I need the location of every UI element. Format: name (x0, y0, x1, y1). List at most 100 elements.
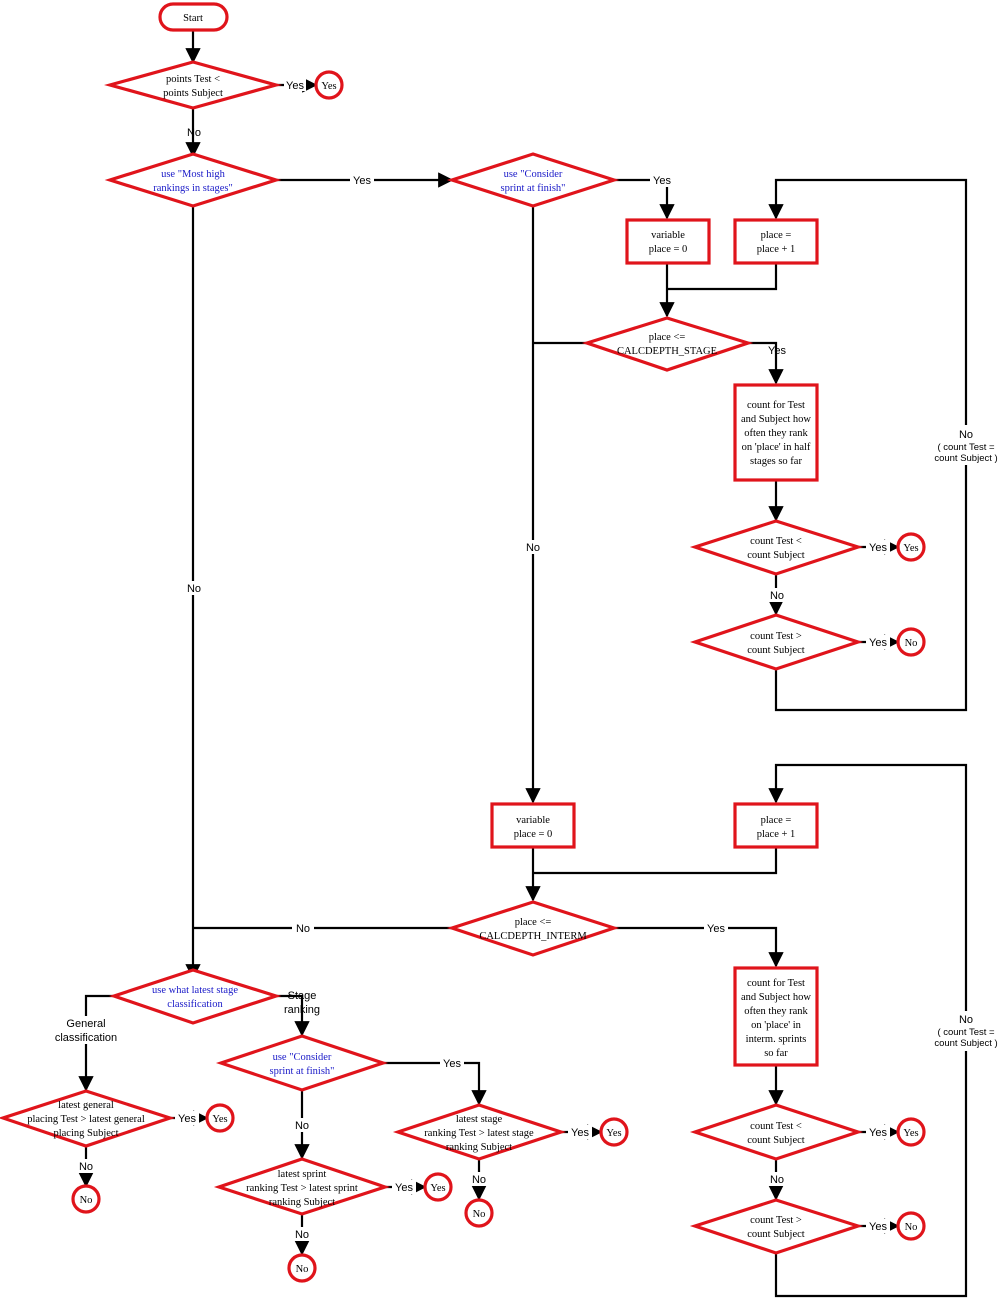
edge-label-lt-bot-no: No (770, 1174, 784, 1186)
edge-label-loop-top-cond2: count Subject ) (934, 453, 997, 464)
terminal-points-yes: Yes (314, 70, 344, 100)
terminal-general-yes-label: Yes (212, 1114, 227, 1125)
edge-general-class (78, 994, 114, 1092)
terminal-count-lt-bot-yes: Yes (896, 1117, 926, 1147)
decision-most-high-line1: use "Most high (161, 169, 226, 180)
terminal-latest-sprint-yes: Yes (423, 1172, 453, 1202)
process-count-interm-line4: on 'place' in (751, 1020, 802, 1031)
edge-label-general-2: classification (55, 1032, 117, 1044)
edge-label-latest-sprint-no: No (295, 1229, 309, 1241)
edge-label-points-no: No (187, 127, 201, 139)
edge-label-general-no: No (79, 1161, 93, 1173)
decision-latest-general-line3: placing Subject (53, 1128, 118, 1139)
process-var-top-line2: place = 0 (649, 244, 688, 255)
decision-most-high-line2: rankings in stages" (153, 183, 233, 194)
process-count-half-line3: often they rank (744, 428, 808, 439)
edge-label-most-high-no: No (187, 583, 201, 595)
terminal-general-no: No (71, 1184, 101, 1214)
start-terminal: Start (158, 2, 229, 32)
decision-sprint-bot-line1: use "Consider (273, 1052, 332, 1063)
decision-count-gt-bot-line2: count Subject (747, 1229, 805, 1240)
edge-label-loop-bot-cond1: ( count Test = (937, 1027, 995, 1038)
process-inc-mid-line1: place = (761, 815, 792, 826)
decision-calc-interm-line2: CALCDEPTH_INTERM (479, 931, 587, 942)
terminal-latest-sprint-no: No (287, 1253, 317, 1283)
edge-label-lt-top-no: No (770, 590, 784, 602)
decision-count-lt-bot: count Test < count Subject (689, 1103, 864, 1161)
terminal-stage-rank-yes: Yes (599, 1117, 629, 1147)
decision-sprint-top-line1: use "Consider (504, 169, 563, 180)
process-count-half: count for Test and Subject how often the… (733, 383, 819, 482)
decision-latest-sprint-line3: ranking Subject (269, 1197, 335, 1208)
edge-label-gt-top-yes: Yes (869, 637, 887, 649)
process-count-half-line4: on 'place' in half (742, 442, 811, 453)
decision-count-lt-bot-line2: count Subject (747, 1135, 805, 1146)
decision-latest-general: latest general placing Test > latest gen… (0, 1089, 176, 1148)
decision-most-high: use "Most high rankings in stages" (104, 152, 282, 208)
decision-count-gt-top: count Test > count Subject (689, 613, 864, 671)
process-count-interm-line1: count for Test (747, 978, 805, 989)
terminal-latest-sprint-no-label: No (296, 1264, 309, 1275)
process-inc-mid: place = place + 1 (733, 802, 819, 849)
decision-latest-stage-rank: latest stage ranking Test > latest stage… (392, 1103, 567, 1161)
decision-latest-general-line1: latest general (58, 1100, 114, 1111)
edge-label-lt-top-yes: Yes (869, 542, 887, 554)
decision-latest-stage-line2: classification (167, 999, 223, 1010)
terminal-general-no-label: No (80, 1195, 93, 1206)
edge-label-calc-interm-no: No (296, 923, 310, 935)
nodes: Start points Test < points Subject Yes u… (0, 2, 926, 1283)
edge-stage-ranking (276, 994, 310, 1037)
edge-label-lt-bot-yes: Yes (869, 1127, 887, 1139)
terminal-count-lt-bot-yes-label: Yes (903, 1128, 918, 1139)
decision-sprint-top: use "Consider sprint at finish" (446, 152, 620, 208)
terminal-stage-rank-yes-label: Yes (606, 1128, 621, 1139)
decision-latest-sprint-line2: ranking Test > latest sprint (246, 1183, 358, 1194)
decision-sprint-top-line2: sprint at finish" (501, 183, 566, 194)
decision-calc-interm-line1: place <= (515, 917, 552, 928)
edge-label-sprint-bot-yes: Yes (443, 1058, 461, 1070)
process-var-mid-line2: place = 0 (514, 829, 553, 840)
decision-calc-stage-line1: place <= (649, 332, 686, 343)
process-var-mid: variable place = 0 (490, 802, 576, 849)
terminal-general-yes: Yes (205, 1103, 235, 1133)
decision-count-lt-top: count Test < count Subject (689, 519, 864, 576)
edge-label-loop-top-no: No (959, 429, 973, 441)
decision-count-gt-top-line2: count Subject (747, 645, 805, 656)
edge-label-stage-2: ranking (284, 1004, 320, 1016)
edge-label-most-high-yes: Yes (353, 175, 371, 187)
decision-points: points Test < points Subject (104, 60, 282, 110)
decision-latest-sprint-line1: latest sprint (278, 1169, 327, 1180)
decision-sprint-bot-line2: sprint at finish" (270, 1066, 335, 1077)
edge-label-points-yes: Yes (286, 80, 304, 92)
terminal-stage-rank-no-label: No (473, 1209, 486, 1220)
decision-count-lt-top-line1: count Test < (750, 536, 802, 547)
decision-count-lt-bot-line1: count Test < (750, 1121, 802, 1132)
process-var-top: variable place = 0 (625, 218, 711, 265)
decision-latest-general-line2: placing Test > latest general (27, 1114, 145, 1125)
process-count-half-line2: and Subject how (741, 414, 811, 425)
edge-labels: Yes No Yes No Yes No Yes No ( count Test… (50, 77, 1002, 1241)
terminal-points-yes-label: Yes (321, 81, 336, 92)
process-count-interm: count for Test and Subject how often the… (733, 966, 819, 1067)
decision-latest-stage-rank-line2: ranking Test > latest stage (424, 1128, 534, 1139)
terminal-count-lt-top-yes: Yes (896, 532, 926, 562)
decision-count-gt-bot-line1: count Test > (750, 1215, 802, 1226)
decision-latest-stage: use what latest stage classification (108, 968, 282, 1025)
process-count-interm-line6: so far (764, 1048, 788, 1059)
terminal-count-lt-top-yes-label: Yes (903, 543, 918, 554)
edge-label-stage-1: Stage (288, 990, 317, 1002)
process-count-interm-line3: often they rank (744, 1006, 808, 1017)
edge-calc-interm-yes (614, 926, 784, 968)
edge-label-stage-rank-yes: Yes (571, 1127, 589, 1139)
decision-count-lt-top-line2: count Subject (747, 550, 805, 561)
process-inc-top-line1: place = (761, 230, 792, 241)
process-var-mid-line1: variable (516, 815, 550, 826)
process-count-half-line5: stages so far (750, 456, 802, 467)
process-var-top-line1: variable (651, 230, 685, 241)
edge-label-general-1: General (66, 1018, 105, 1030)
edge-calc-stage-yes (748, 341, 784, 385)
decision-latest-sprint: latest sprint ranking Test > latest spri… (213, 1157, 391, 1216)
start-label: Start (183, 13, 203, 24)
edge-label-sprint-top-no: No (526, 542, 540, 554)
process-count-half-line1: count for Test (747, 400, 805, 411)
